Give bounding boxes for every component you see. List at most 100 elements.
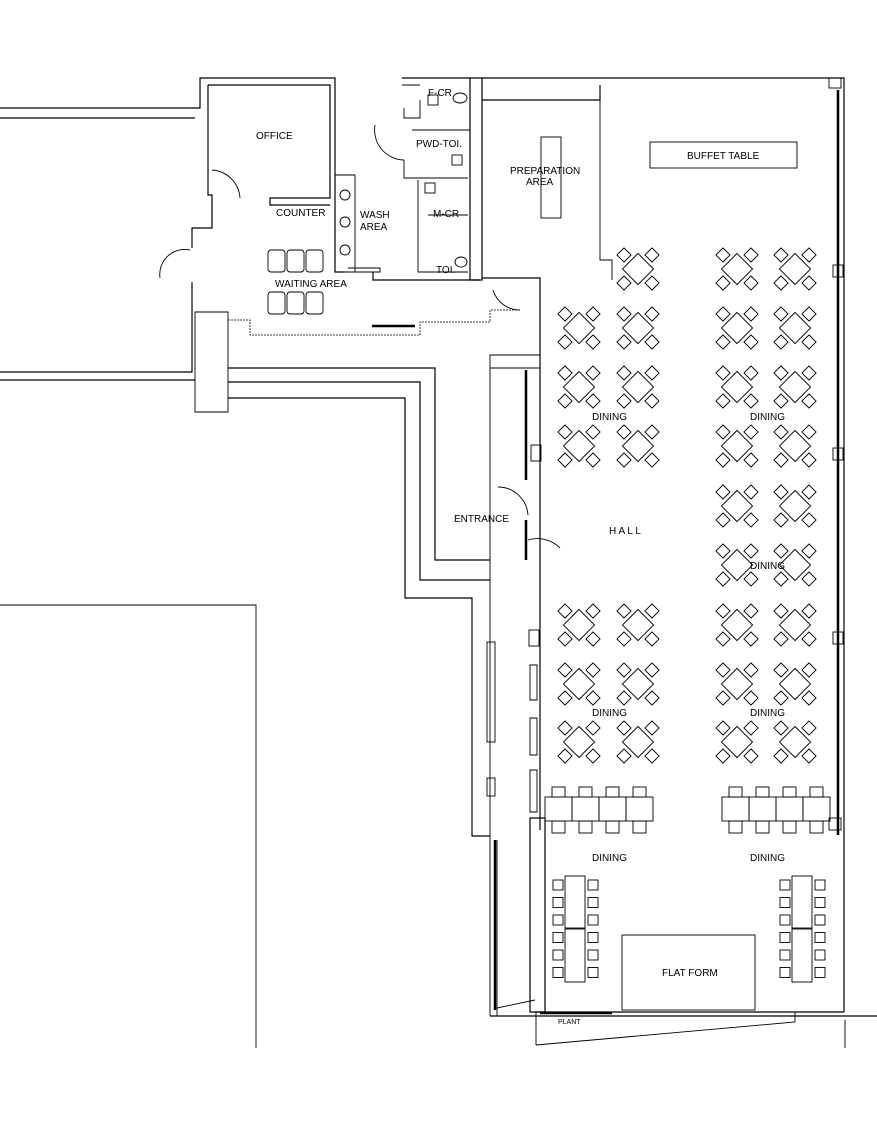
table-top (778, 489, 812, 523)
chair (585, 631, 601, 647)
label-dining: DINING (592, 412, 627, 423)
four-seat-table (773, 365, 817, 409)
chair (587, 967, 599, 978)
chair (557, 452, 573, 468)
waiting-seat (267, 291, 286, 315)
four-seat-table (715, 306, 759, 350)
chair (587, 879, 599, 891)
four-seat-table (616, 662, 660, 706)
chair (585, 662, 601, 678)
chair (644, 306, 660, 322)
label-f-cr: F-CR (428, 88, 452, 99)
table-top (720, 489, 754, 523)
chair (632, 820, 647, 834)
chair (587, 897, 599, 908)
chair (801, 571, 817, 587)
table-top (720, 667, 754, 701)
label-pwd-toi: PWD-TOI. (416, 139, 462, 150)
chair (715, 247, 731, 263)
chair (557, 748, 573, 764)
chair (782, 786, 797, 798)
chair (644, 275, 660, 291)
chair (773, 631, 789, 647)
chair (715, 748, 731, 764)
table-top (791, 928, 813, 983)
chair (728, 786, 743, 798)
chair (773, 690, 789, 706)
chair (644, 690, 660, 706)
dining-tables (544, 247, 831, 983)
chair (773, 393, 789, 409)
chair (755, 786, 770, 798)
table-top (778, 725, 812, 759)
table-top (621, 311, 655, 345)
chair (715, 424, 731, 440)
chair (743, 748, 759, 764)
label-wash-area-2: AREA (360, 222, 388, 233)
chair (743, 720, 759, 736)
chair (773, 571, 789, 587)
chair (743, 452, 759, 468)
chair (616, 631, 632, 647)
chair (743, 393, 759, 409)
chair (644, 748, 660, 764)
label-dining: DINING (592, 853, 627, 864)
chair (801, 334, 817, 350)
four-seat-table (616, 603, 660, 647)
chair (773, 603, 789, 619)
four-seat-table (715, 603, 759, 647)
four-seat-table (773, 484, 817, 528)
label-counter: COUNTER (276, 208, 325, 219)
four-seat-table (616, 365, 660, 409)
four-seat-table (715, 424, 759, 468)
four-seat-table (557, 662, 601, 706)
chair (715, 512, 731, 528)
table-top (544, 796, 573, 822)
chair (644, 720, 660, 736)
chair (814, 879, 826, 891)
four-seat-table (715, 543, 759, 587)
chair (715, 484, 731, 500)
waiting-seat (286, 291, 305, 315)
chair (779, 949, 791, 961)
four-seat-table (557, 365, 601, 409)
label-plant: PLANT (558, 1019, 581, 1026)
chair (801, 662, 817, 678)
chair (616, 690, 632, 706)
chair (616, 452, 632, 468)
chair (773, 543, 789, 559)
chair (557, 690, 573, 706)
label-waiting-area: WAITING AREA (275, 279, 347, 290)
banquet-table (544, 786, 654, 834)
chair (616, 748, 632, 764)
chair (801, 247, 817, 263)
table-top (778, 252, 812, 286)
four-seat-table (715, 365, 759, 409)
chair (743, 603, 759, 619)
chair (743, 306, 759, 322)
chair (801, 365, 817, 381)
chair (801, 720, 817, 736)
table-top (778, 311, 812, 345)
long-table (779, 875, 826, 983)
table-top (778, 667, 812, 701)
chair (715, 275, 731, 291)
table-top (621, 608, 655, 642)
label-dining: DINING (750, 708, 785, 719)
chair (814, 914, 826, 926)
chair (743, 247, 759, 263)
label-office: OFFICE (256, 131, 293, 142)
chair (605, 820, 620, 834)
chair (551, 820, 566, 834)
chair (801, 275, 817, 291)
chair (809, 820, 824, 834)
four-seat-table (715, 247, 759, 291)
chair (585, 748, 601, 764)
chair (585, 603, 601, 619)
banquet-table (721, 786, 831, 834)
four-seat-table (773, 603, 817, 647)
table-top (562, 370, 596, 404)
chair (814, 897, 826, 908)
table-top (562, 608, 596, 642)
chair (743, 484, 759, 500)
